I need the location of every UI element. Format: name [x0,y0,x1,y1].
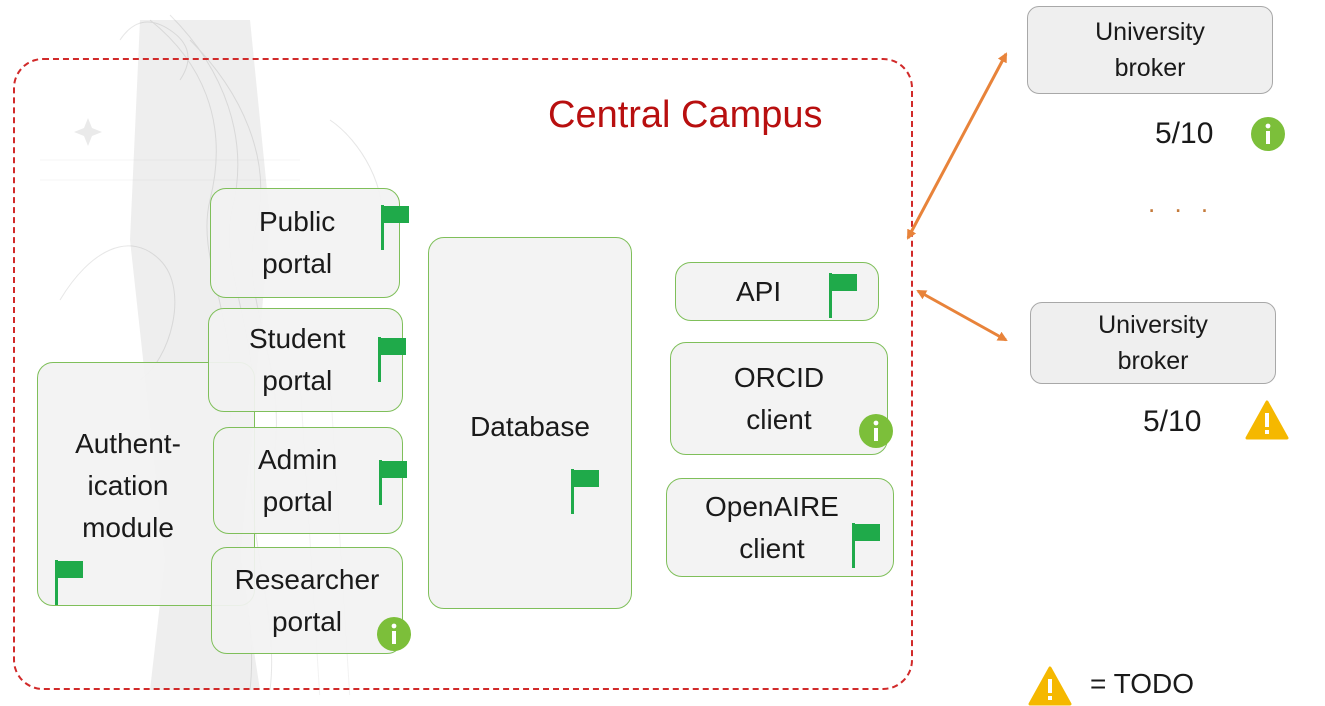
university-broker-top[interactable]: University broker [1027,6,1273,94]
student-portal[interactable]: Student portal [208,308,403,412]
flag-icon [55,560,83,605]
flag-icon [378,337,406,382]
legend-todo-text: = TODO [1090,668,1195,699]
university-broker-bottom[interactable]: University broker [1030,302,1276,384]
info-icon [859,414,893,448]
flag-icon [829,273,857,318]
public-portal[interactable]: Public portal [210,188,400,298]
warning-icon [1245,400,1289,440]
campus-title: Central Campus [548,94,823,136]
openaire-client-label: OpenAIRE client [705,490,839,564]
info-icon [377,617,411,651]
orcid-client[interactable]: ORCID client [670,342,888,455]
flag-icon [379,460,407,505]
flag-icon [852,523,880,568]
flag-icon [381,205,409,250]
info-icon [1251,117,1285,151]
broker-label: University broker [1098,311,1208,375]
admin-portal[interactable]: Admin portal [213,427,403,534]
flag-icon [571,469,599,514]
broker-score: 5/10 [1143,405,1202,438]
more-brokers-ellipsis: . . . [1148,188,1215,218]
public-portal-label: Public portal [259,206,336,279]
warning-icon [1028,666,1072,706]
researcher-portal[interactable]: Researcher portal [211,547,403,654]
admin-portal-label: Admin portal [258,443,338,517]
authentication-module-label: Authent- ication module [75,428,181,543]
central-campus-boundary [13,58,913,690]
researcher-portal-label: Researcher portal [234,563,380,637]
database[interactable]: Database [428,237,632,609]
broker-label: University broker [1095,18,1205,82]
api[interactable]: API [675,262,879,321]
api-label: API [736,275,782,307]
student-portal-label: Student portal [249,323,346,396]
database-label: Database [470,411,590,442]
orcid-client-label: ORCID client [733,361,825,435]
broker-score: 5/10 [1155,117,1214,150]
